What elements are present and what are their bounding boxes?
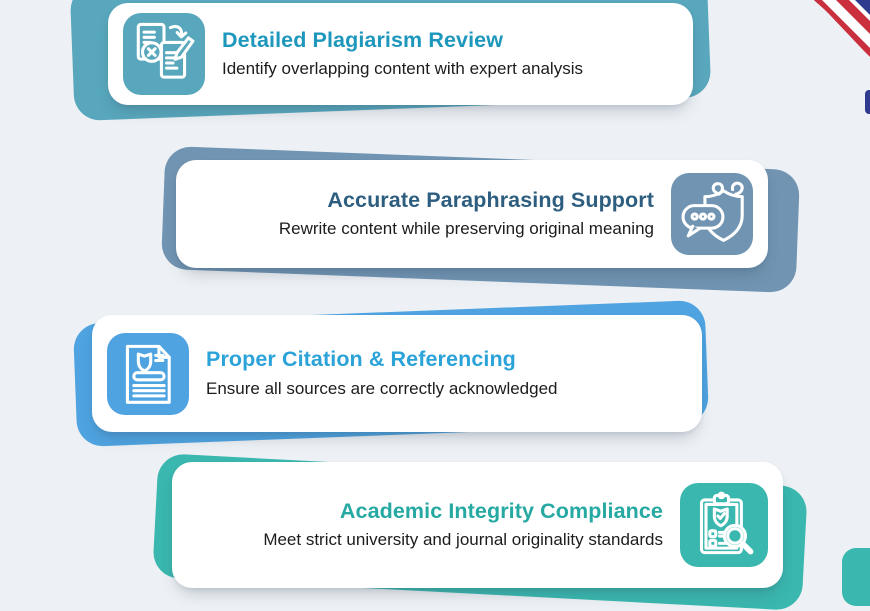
card-panel: Detailed Plagiarism Review Identify over… <box>108 3 693 105</box>
card-panel: Proper Citation & Referencing Ensure all… <box>92 315 702 432</box>
uk-flag-tip <box>865 90 870 114</box>
feature-card-integrity-compliance: Academic Integrity Compliance Meet stric… <box>152 453 808 611</box>
document-badge-icon <box>125 344 171 404</box>
card-icon-tile <box>123 13 205 95</box>
card-panel: Accurate Paraphrasing Support Rewrite co… <box>176 160 768 268</box>
card-panel: Academic Integrity Compliance Meet stric… <box>172 462 783 588</box>
card-icon-tile <box>107 332 189 415</box>
corner-accent-shape <box>842 548 870 606</box>
card-icon-tile <box>680 483 768 567</box>
card-text: Proper Citation & Referencing Ensure all… <box>206 347 687 399</box>
card-title: Detailed Plagiarism Review <box>222 27 504 52</box>
card-text: Detailed Plagiarism Review Identify over… <box>222 28 678 80</box>
feature-card-citation-referencing: Proper Citation & Referencing Ensure all… <box>72 299 710 448</box>
card-description: Identify overlapping content with expert… <box>222 59 583 79</box>
feature-card-paraphrasing-support: Accurate Paraphrasing Support Rewrite co… <box>160 145 801 294</box>
card-title: Academic Integrity Compliance <box>339 498 663 523</box>
card-text: Accurate Paraphrasing Support Rewrite co… <box>191 188 654 240</box>
card-description: Meet strict university and journal origi… <box>263 530 663 550</box>
card-description: Rewrite content while preserving origina… <box>278 219 654 239</box>
uk-flag-icon <box>814 0 870 58</box>
card-icon-tile <box>671 173 753 255</box>
speech-bubble-shield-icon <box>681 181 744 242</box>
clipboard-shield-magnifier-icon <box>699 491 754 555</box>
card-title: Proper Citation & Referencing <box>206 347 516 372</box>
card-description: Ensure all sources are correctly acknowl… <box>206 378 558 398</box>
plagiarism-documents-icon <box>136 22 195 79</box>
card-title: Accurate Paraphrasing Support <box>327 187 654 212</box>
feature-card-plagiarism-review: Detailed Plagiarism Review Identify over… <box>69 0 712 122</box>
card-text: Academic Integrity Compliance Meet stric… <box>187 499 663 551</box>
infographic-canvas: { "page": { "background": "#edf1f5" }, "… <box>69 0 870 611</box>
